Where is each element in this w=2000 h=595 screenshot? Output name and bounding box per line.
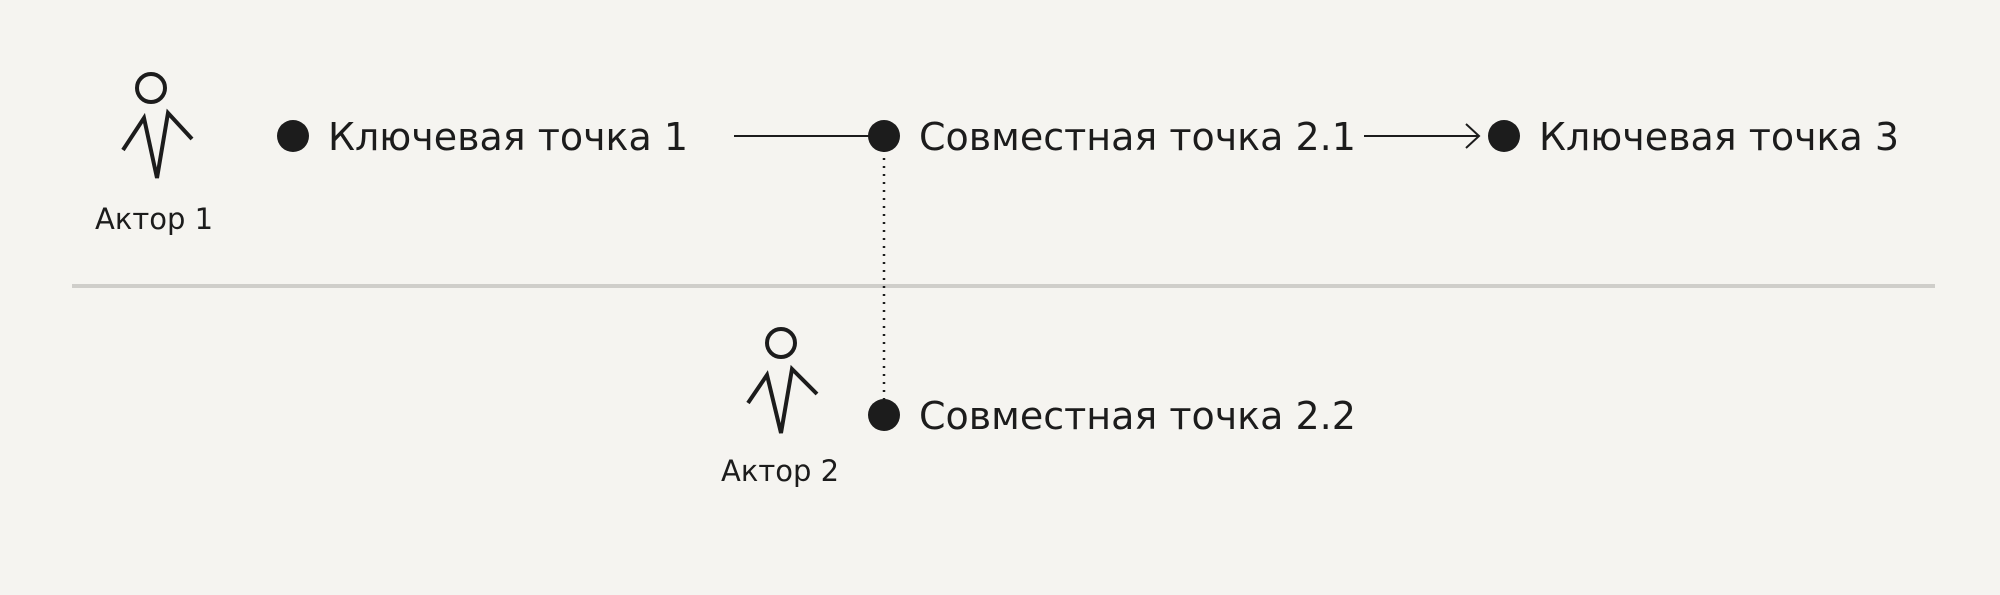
actor-label-2: Актор 2	[721, 454, 840, 488]
point-marker-key-1	[277, 120, 309, 152]
point-marker-key-3	[1488, 120, 1520, 152]
point-label-key-1: Ключевая точка 1	[328, 115, 689, 159]
person-icon	[746, 327, 819, 434]
point-label-key-3: Ключевая точка 3	[1539, 115, 1900, 159]
point-label-joint-2-1: Совместная точка 2.1	[919, 115, 1356, 159]
point-label-joint-2-2: Совместная точка 2.2	[919, 394, 1356, 438]
arrowhead-icon	[1465, 123, 1481, 149]
person-icon	[121, 72, 194, 179]
point-marker-joint-2-2	[868, 399, 900, 431]
actor-label-1: Актор 1	[95, 202, 214, 236]
point-marker-joint-2-1	[868, 120, 900, 152]
